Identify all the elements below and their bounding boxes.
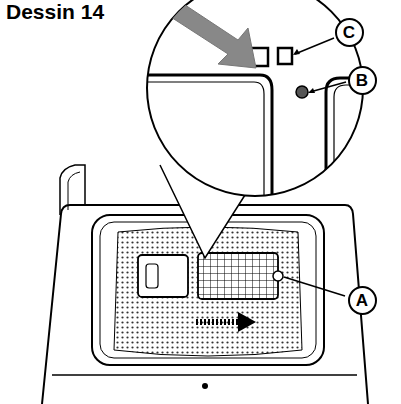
callout-circle: C <box>335 18 364 47</box>
callout-circle: A <box>348 286 377 315</box>
callout-letter: A <box>356 292 368 309</box>
callout-letter: C <box>343 24 355 41</box>
figure-title: Dessin 14 <box>4 0 106 24</box>
callout-letter: B <box>356 72 368 89</box>
callout-circle: B <box>348 66 377 95</box>
